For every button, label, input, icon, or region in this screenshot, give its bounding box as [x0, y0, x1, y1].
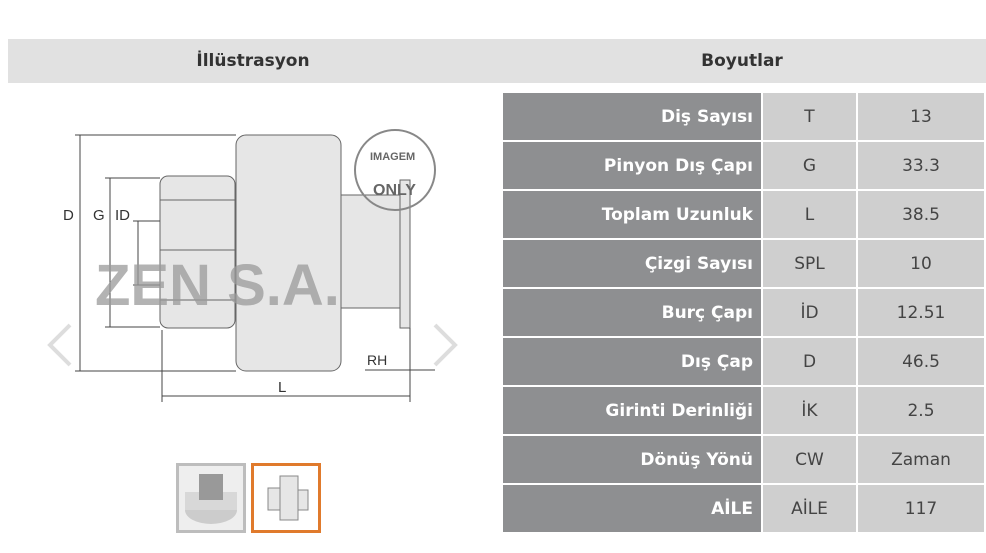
row-value: 33.3 [856, 140, 986, 191]
stamp-bottom: ONLY [373, 182, 416, 199]
dim-rh: RH [367, 352, 387, 368]
technical-drawing: D G ID L RH ZEN S.A. IMAGEM ONLY [47, 129, 458, 402]
row-code: T [761, 91, 858, 142]
row-value: Zaman [856, 434, 986, 485]
row-value: 46.5 [856, 336, 986, 387]
row-label: Dönüş Yönü [501, 434, 763, 485]
flange [399, 179, 411, 329]
row-value: 12.51 [856, 287, 986, 338]
dim-l: L [278, 379, 286, 396]
row-value: 38.5 [856, 189, 986, 240]
illustration-header: İllüstrasyon [8, 39, 498, 83]
row-label: Diş Sayısı [501, 91, 763, 142]
row-value: 10 [856, 238, 986, 289]
dim-d: D [63, 207, 74, 224]
watermark: ZEN S.A. [95, 253, 340, 318]
row-code: İK [761, 385, 858, 436]
row-code: D [761, 336, 858, 387]
row-code: L [761, 189, 858, 240]
row-label: Burç Çapı [501, 287, 763, 338]
collar [340, 194, 402, 309]
row-label: Dış Çap [501, 336, 763, 387]
row-code: SPL [761, 238, 858, 289]
next-arrow-icon[interactable] [433, 323, 458, 367]
row-label: Pinyon Dış Çapı [501, 140, 763, 191]
row-label: Toplam Uzunluk [501, 189, 763, 240]
dim-id: ID [115, 207, 130, 224]
thumbnail-drawing[interactable] [251, 463, 321, 533]
prev-arrow-icon[interactable] [47, 323, 72, 367]
row-code: CW [761, 434, 858, 485]
dim-g: G [93, 207, 105, 224]
row-value: 2.5 [856, 385, 986, 436]
dimensions-header: Boyutlar [498, 39, 986, 83]
row-value: 13 [856, 91, 986, 142]
thumbnail-photo[interactable] [176, 463, 246, 533]
row-label: Çizgi Sayısı [501, 238, 763, 289]
row-code: İD [761, 287, 858, 338]
drawing-thumb-icon [267, 475, 309, 521]
row-value: 117 [856, 483, 986, 534]
pinion-part [159, 175, 236, 329]
stamp-icon [354, 129, 436, 211]
row-code: G [761, 140, 858, 191]
row-code: AİLE [761, 483, 858, 534]
row-label: AİLE [501, 483, 763, 534]
stamp-top: IMAGEM [370, 151, 415, 163]
gear-photo-icon [185, 474, 237, 524]
row-label: Girinti Derinliği [501, 385, 763, 436]
